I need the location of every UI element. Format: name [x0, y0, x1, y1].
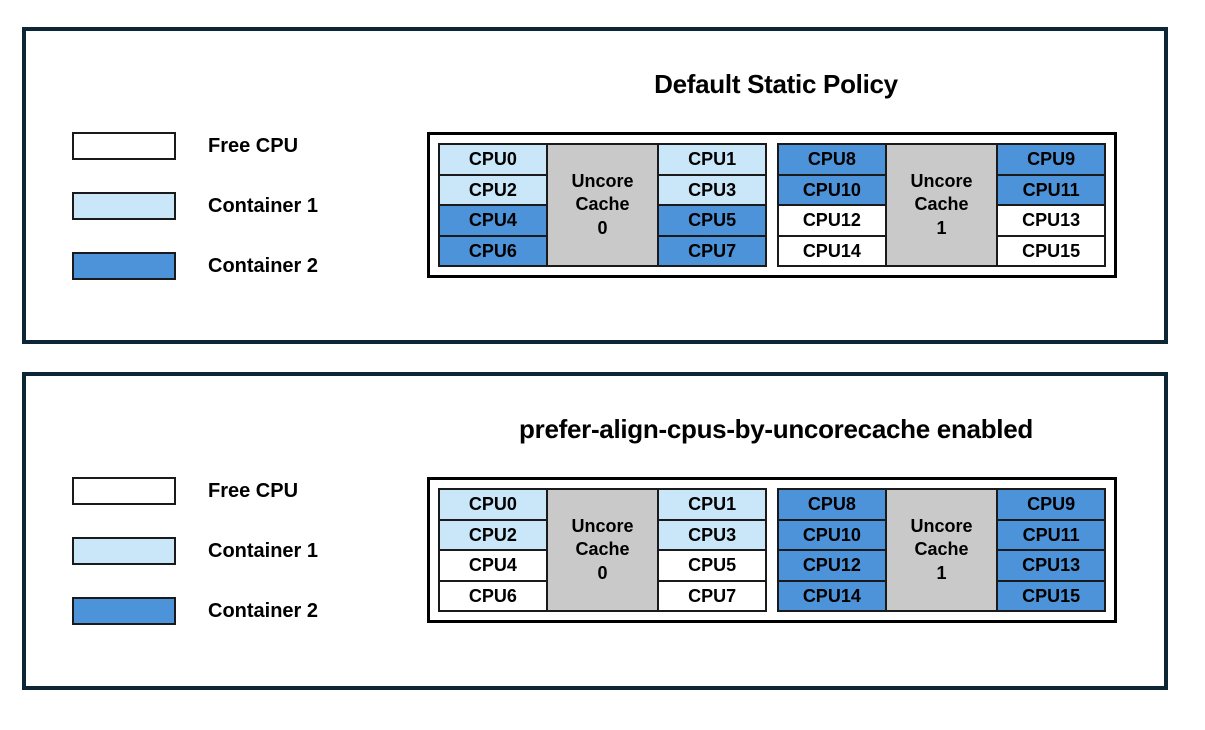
legend-swatch-container-1 [72, 192, 176, 220]
cache-line: Cache [575, 194, 630, 215]
cell-cpu14: CPU14 [777, 234, 887, 267]
cpu-topology-diagram: CPU0 CPU2 CPU4 CPU6 Uncore Cache 0 CPU1 … [427, 132, 1117, 278]
cell-cpu14: CPU14 [777, 579, 887, 612]
cache-line: 1 [936, 217, 947, 238]
cell-cpu1: CPU1 [657, 143, 768, 176]
legend-label-container-1: Container 1 [208, 539, 319, 562]
cell-cpu10: CPU10 [777, 518, 887, 551]
panel-title: prefer-align-cpus-by-uncorecache enabled [519, 414, 1033, 444]
cell-cpu9: CPU9 [996, 143, 1107, 176]
cell-cpu15: CPU15 [996, 579, 1107, 612]
legend-label-free-cpu: Free CPU [208, 134, 299, 157]
cell-cpu3: CPU3 [657, 518, 768, 551]
cell-cpu13: CPU13 [996, 549, 1107, 582]
cache-line: Cache [914, 539, 969, 560]
uncore-cache-0-label: Uncore Cache 0 [545, 143, 660, 267]
cell-cpu3: CPU3 [657, 173, 768, 206]
panel-default-static-policy: Default Static Policy Free CPU Container… [22, 27, 1168, 344]
legend: Free CPU Container 1 Container 2 [72, 131, 318, 311]
uncore-cache-1-group: CPU8 CPU10 CPU12 CPU14 Uncore Cache 1 CP… [777, 143, 1107, 267]
cache-line: Uncore [571, 171, 634, 192]
legend-item-container-2: Container 2 [72, 596, 318, 626]
legend-label-container-2: Container 2 [208, 254, 319, 277]
panel-title: Default Static Policy [654, 69, 898, 99]
cell-cpu1: CPU1 [657, 488, 768, 521]
cell-cpu9: CPU9 [996, 488, 1107, 521]
cpu-column-right: CPU9 CPU11 CPU13 CPU15 [996, 488, 1107, 612]
uncore-cache-0-label: Uncore Cache 0 [545, 488, 660, 612]
cache-line: 0 [597, 217, 608, 238]
cache-line: Uncore [571, 516, 634, 537]
cache-line: Cache [914, 194, 969, 215]
uncore-cache-1-group: CPU8 CPU10 CPU12 CPU14 Uncore Cache 1 CP… [777, 488, 1107, 612]
cell-cpu5: CPU5 [657, 204, 768, 237]
cache-line: 1 [936, 562, 947, 583]
legend-label-container-2: Container 2 [208, 599, 319, 622]
cell-cpu0: CPU0 [438, 143, 548, 176]
cell-cpu15: CPU15 [996, 234, 1107, 267]
cell-cpu4: CPU4 [438, 549, 548, 582]
legend-item-free-cpu: Free CPU [72, 476, 318, 506]
uncore-cache-1-label: Uncore Cache 1 [884, 488, 999, 612]
legend-item-container-1: Container 1 [72, 536, 318, 566]
cpu-column-right: CPU9 CPU11 CPU13 CPU15 [996, 143, 1107, 267]
cell-cpu4: CPU4 [438, 204, 548, 237]
cache-line: Uncore [910, 171, 973, 192]
uncore-cache-0-group: CPU0 CPU2 CPU4 CPU6 Uncore Cache 0 CPU1 … [438, 143, 768, 267]
cell-cpu0: CPU0 [438, 488, 548, 521]
cell-cpu8: CPU8 [777, 488, 887, 521]
cell-cpu12: CPU12 [777, 549, 887, 582]
cache-line: Uncore [910, 516, 973, 537]
legend-label-container-1: Container 1 [208, 194, 319, 217]
uncore-cache-1-label: Uncore Cache 1 [884, 143, 999, 267]
legend: Free CPU Container 1 Container 2 [72, 476, 318, 656]
cell-cpu6: CPU6 [438, 579, 548, 612]
cell-cpu7: CPU7 [657, 579, 768, 612]
legend-swatch-container-2 [72, 597, 176, 625]
cpu-topology-diagram: CPU0 CPU2 CPU4 CPU6 Uncore Cache 0 CPU1 … [427, 477, 1117, 623]
legend-item-container-1: Container 1 [72, 191, 318, 221]
cell-cpu2: CPU2 [438, 173, 548, 206]
cache-line: Cache [575, 539, 630, 560]
legend-label-free-cpu: Free CPU [208, 479, 299, 502]
cell-cpu5: CPU5 [657, 549, 768, 582]
uncore-cache-0-group: CPU0 CPU2 CPU4 CPU6 Uncore Cache 0 CPU1 … [438, 488, 768, 612]
cpu-column-right: CPU1 CPU3 CPU5 CPU7 [657, 488, 768, 612]
legend-swatch-free-cpu [72, 477, 176, 505]
legend-swatch-free-cpu [72, 132, 176, 160]
cell-cpu11: CPU11 [996, 173, 1107, 206]
cell-cpu10: CPU10 [777, 173, 887, 206]
legend-swatch-container-2 [72, 252, 176, 280]
cell-cpu8: CPU8 [777, 143, 887, 176]
legend-item-free-cpu: Free CPU [72, 131, 318, 161]
cell-cpu13: CPU13 [996, 204, 1107, 237]
legend-swatch-container-1 [72, 537, 176, 565]
legend-item-container-2: Container 2 [72, 251, 318, 281]
cell-cpu7: CPU7 [657, 234, 768, 267]
cache-line: 0 [597, 562, 608, 583]
cell-cpu11: CPU11 [996, 518, 1107, 551]
cpu-column-left: CPU0 CPU2 CPU4 CPU6 [438, 488, 548, 612]
cpu-column-left: CPU8 CPU10 CPU12 CPU14 [777, 143, 887, 267]
cell-cpu6: CPU6 [438, 234, 548, 267]
panel-prefer-align-uncorecache: prefer-align-cpus-by-uncorecache enabled… [22, 372, 1168, 690]
cpu-column-right: CPU1 CPU3 CPU5 CPU7 [657, 143, 768, 267]
cpu-column-left: CPU0 CPU2 CPU4 CPU6 [438, 143, 548, 267]
cpu-column-left: CPU8 CPU10 CPU12 CPU14 [777, 488, 887, 612]
cell-cpu2: CPU2 [438, 518, 548, 551]
cell-cpu12: CPU12 [777, 204, 887, 237]
